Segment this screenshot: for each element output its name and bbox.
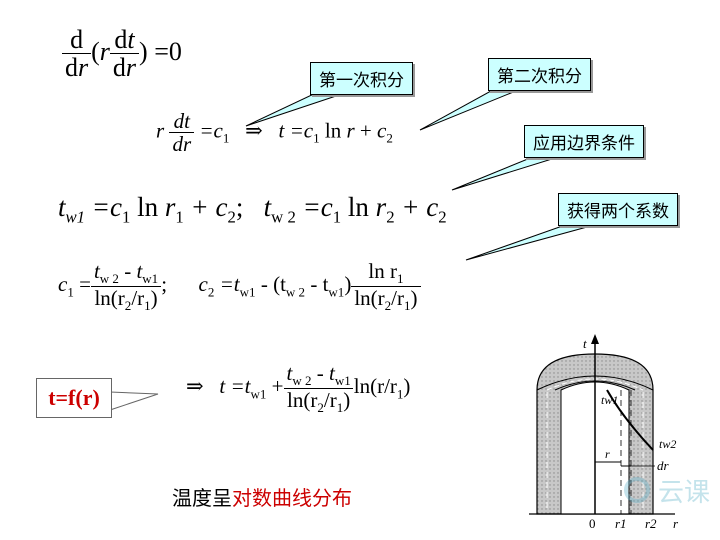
tw1-label: tw1 xyxy=(601,393,618,407)
temperature-curve xyxy=(606,389,654,451)
equation-3: tw1 =c1 ln r1 + c2; tw 2 =c1 ln r2 + c2 xyxy=(58,192,447,227)
callout-boundary-conditions: 应用边界条件 xyxy=(524,125,644,158)
callout-two-coefficients: 获得两个系数 xyxy=(558,193,678,226)
callout-second-integration: 第二次积分 xyxy=(488,58,591,91)
r-axis-label: r xyxy=(673,516,679,531)
leader-boundary xyxy=(451,153,569,191)
r-label: r xyxy=(605,447,610,461)
leader-second xyxy=(419,85,529,131)
caption: 温度呈对数曲线分布 xyxy=(172,488,352,510)
tfr-label-box: t=f(r) xyxy=(36,378,112,418)
dr-label: dr xyxy=(657,458,670,473)
watermark-logo-icon xyxy=(623,477,650,503)
t-axis-label: t xyxy=(583,336,587,351)
t-axis-arrow xyxy=(591,334,599,344)
r1-label: r1 xyxy=(615,516,627,531)
callout-first-integration: 第一次积分 xyxy=(310,62,413,95)
origin-label: 0 xyxy=(589,516,596,531)
r2-label: r2 xyxy=(645,516,657,531)
leader-coeffs xyxy=(465,223,599,261)
leader-tfr xyxy=(109,391,159,411)
watermark: 云课 xyxy=(540,470,710,510)
tw2-label: tw2 xyxy=(659,437,676,451)
